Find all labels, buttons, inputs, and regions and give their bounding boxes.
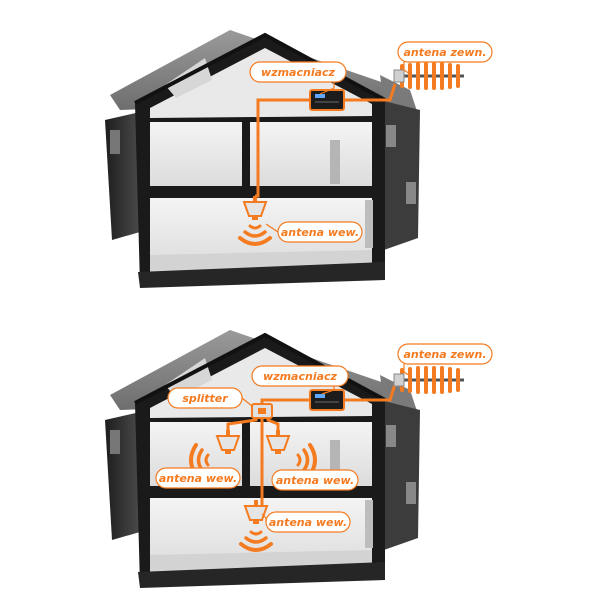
amplifier-icon xyxy=(309,89,345,111)
label-outdoor-antenna-top: antena zewn. xyxy=(397,41,493,75)
label-indoor-antenna-text: antena wew. xyxy=(281,226,359,239)
label-indoor-antenna-ground: antena wew. xyxy=(261,511,351,533)
label-indoor-antenna-text: antena wew. xyxy=(276,474,354,487)
house-top: wzmacniacz antena zewn. antena wew. xyxy=(103,28,493,290)
label-amplifier-text: wzmacniacz xyxy=(261,66,336,79)
label-outdoor-antenna-bottom: antena zewn. xyxy=(397,343,493,377)
label-amplifier-bottom: wzmacniacz xyxy=(251,365,349,395)
label-amplifier-text: wzmacniacz xyxy=(263,370,338,383)
label-outdoor-antenna-text: antena zewn. xyxy=(403,46,486,59)
house-bottom: wzmacniacz antena zewn. splitter antena … xyxy=(103,328,493,590)
label-amplifier-top: wzmacniacz xyxy=(249,61,347,95)
label-indoor-antenna-left: antena wew. xyxy=(155,467,241,489)
label-indoor-antenna-text: antena wew. xyxy=(159,472,237,485)
label-splitter: splitter xyxy=(167,387,253,409)
amplifier-icon xyxy=(309,389,345,411)
label-indoor-antenna-right: antena wew. xyxy=(271,469,359,491)
splitter-icon xyxy=(251,403,273,419)
label-indoor-antenna-top: antena wew. xyxy=(265,221,363,243)
label-splitter-text: splitter xyxy=(182,392,228,405)
label-indoor-antenna-text: antena wew. xyxy=(269,516,347,529)
label-outdoor-antenna-text: antena zewn. xyxy=(403,348,486,361)
